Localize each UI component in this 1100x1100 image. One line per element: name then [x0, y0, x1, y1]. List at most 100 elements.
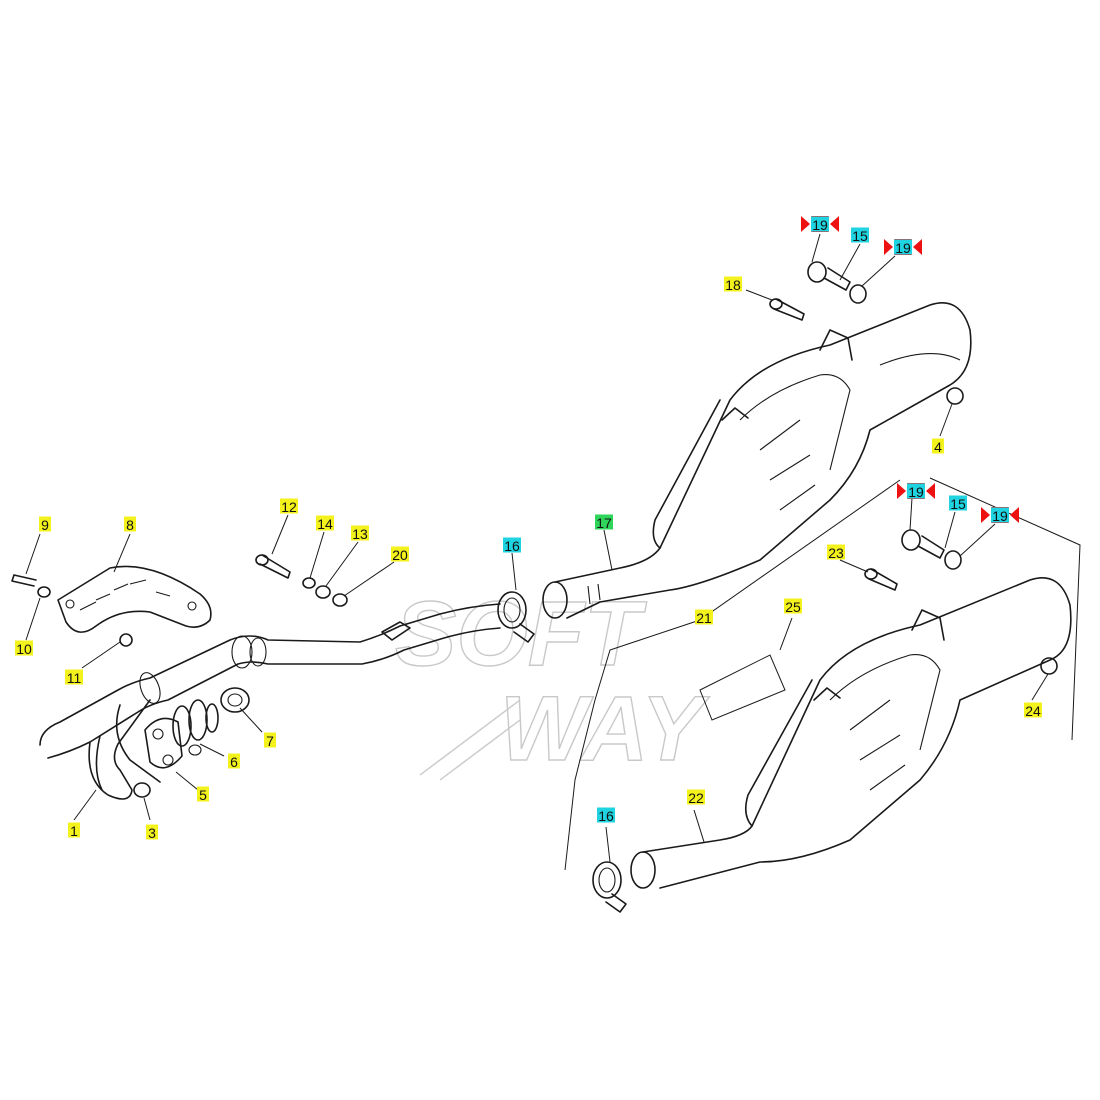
- highlight-markers: [801, 216, 1019, 523]
- callout-15b: 15: [949, 495, 967, 512]
- callout-8: 8: [124, 516, 136, 533]
- callout-highlight: [68, 822, 80, 838]
- callout-highlight: [811, 216, 829, 232]
- callout-highlight: [316, 515, 334, 531]
- callout-number: 21: [696, 610, 712, 626]
- header-pipe[interactable]: [39, 603, 501, 800]
- callout-16b: 16: [597, 807, 615, 824]
- callout-16a: 16: [503, 537, 521, 554]
- muffler-upper[interactable]: [542, 302, 972, 619]
- callout-number: 7: [266, 733, 274, 749]
- callout-highlight: [65, 669, 83, 685]
- callout-highlight: [146, 824, 158, 840]
- leader-lines: [25, 233, 1049, 863]
- pipe-clamp-lower[interactable]: [592, 861, 627, 913]
- callout-9: 9: [39, 516, 51, 533]
- callout-number: 24: [1025, 703, 1041, 719]
- callout-number: 17: [596, 515, 612, 531]
- callout-highlight: [595, 514, 613, 530]
- callout-number: 14: [317, 516, 333, 532]
- shield-washer[interactable]: [37, 586, 51, 598]
- callout-highlight: [124, 516, 136, 532]
- callout-10: 10: [15, 640, 33, 657]
- shield-bolt[interactable]: [11, 574, 37, 587]
- callout-number: 19: [908, 484, 924, 500]
- seal-ring[interactable]: [220, 687, 250, 713]
- muffler-nut-lower[interactable]: [1040, 657, 1058, 675]
- callout-number: 23: [828, 545, 844, 561]
- callout-6: 6: [228, 753, 240, 770]
- rubber-bushing-lower[interactable]: [901, 529, 962, 570]
- callout-25: 25: [784, 598, 802, 615]
- callout-number: 16: [598, 808, 614, 824]
- callout-1: 1: [68, 822, 80, 839]
- muffler-lower[interactable]: [630, 577, 1072, 889]
- callout-highlight: [894, 239, 912, 255]
- callout-highlight: [991, 507, 1009, 523]
- callout-5: 5: [197, 786, 209, 803]
- callout-highlight: [197, 786, 209, 802]
- callout-highlight: [784, 598, 802, 614]
- pipe-clamp[interactable]: [497, 591, 535, 643]
- callout-number: 19: [812, 217, 828, 233]
- callout-24: 24: [1024, 702, 1042, 719]
- assembly-frame: [564, 477, 1081, 871]
- callout-highlight: [228, 753, 240, 769]
- callout-15a: 15: [851, 227, 869, 244]
- callout-number: 13: [352, 526, 368, 542]
- callout-number: 15: [852, 228, 868, 244]
- callout-highlight: [724, 276, 742, 292]
- callout-3: 3: [146, 824, 158, 841]
- callout-number: 19: [992, 508, 1008, 524]
- callout-highlight: [687, 789, 705, 805]
- callout-19a: 19: [811, 216, 829, 233]
- callout-highlight: [597, 807, 615, 823]
- heat-shield[interactable]: [57, 565, 212, 633]
- mount-bolt[interactable]: [255, 554, 291, 579]
- callout-number: 12: [281, 499, 297, 515]
- callout-19d: 19: [991, 507, 1009, 524]
- callout-number: 5: [199, 787, 207, 803]
- callout-12: 12: [280, 498, 298, 515]
- rubber-bushing-upper[interactable]: [807, 261, 867, 304]
- callout-highlight: [932, 438, 944, 454]
- callout-number: 20: [392, 547, 408, 563]
- callout-number: 22: [688, 790, 704, 806]
- callout-highlight: [695, 609, 713, 625]
- callout-number: 16: [504, 538, 520, 554]
- muffler-nut-upper[interactable]: [946, 387, 964, 405]
- callout-highlight: [851, 227, 869, 243]
- callout-highlight: [1024, 702, 1042, 718]
- mount-nut[interactable]: [332, 593, 348, 607]
- callout-highlight: [949, 495, 967, 511]
- callout-number: 1: [70, 823, 78, 839]
- flat-washer[interactable]: [315, 585, 331, 599]
- flange-nut[interactable]: [133, 782, 151, 798]
- callout-highlight: [280, 498, 298, 514]
- shield-nut[interactable]: [119, 633, 133, 647]
- callout-number: 15: [950, 496, 966, 512]
- watermark-way: WAY: [500, 678, 710, 780]
- muffler-bolt-lower[interactable]: [864, 568, 898, 591]
- callout-number: 10: [16, 641, 32, 657]
- callout-4: 4: [932, 438, 944, 455]
- callout-highlight: [503, 537, 521, 553]
- callout-number: 19: [895, 240, 911, 256]
- spring-washer[interactable]: [302, 577, 316, 589]
- callout-19b: 19: [894, 239, 912, 256]
- callout-highlight: [391, 546, 409, 562]
- watermark: SOFT WAY: [394, 582, 711, 780]
- callout-7: 7: [264, 732, 276, 749]
- callout-highlight: [351, 525, 369, 541]
- callout-highlight: [264, 732, 276, 748]
- callout-number: 11: [67, 670, 82, 686]
- callout-highlight: [39, 516, 51, 532]
- callout-number: 9: [41, 517, 49, 533]
- callout-14: 14: [316, 515, 334, 532]
- exhaust-gasket[interactable]: [172, 699, 219, 756]
- muffler-bolt-upper[interactable]: [769, 298, 805, 321]
- callout-20: 20: [391, 546, 409, 563]
- exhaust-flange[interactable]: [144, 717, 183, 769]
